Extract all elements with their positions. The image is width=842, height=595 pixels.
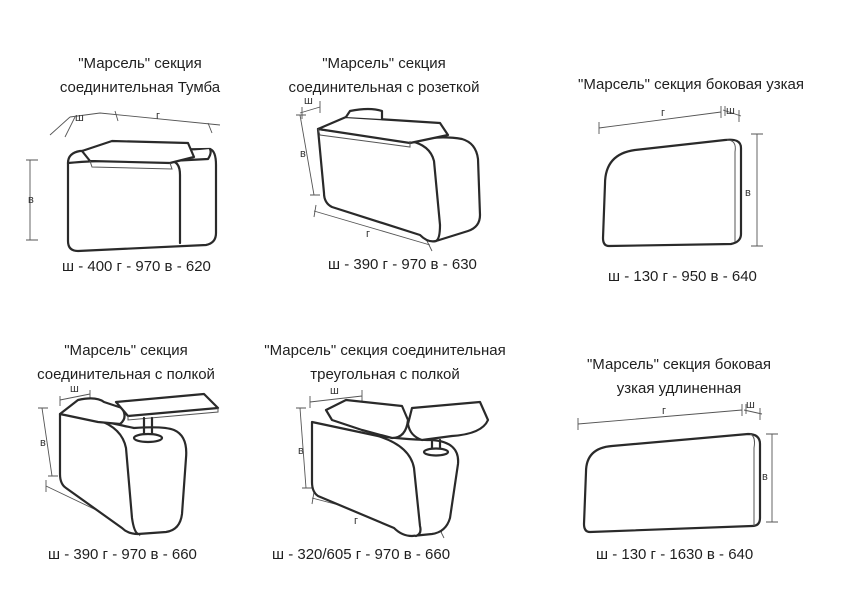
dim-h-label: в bbox=[745, 187, 751, 199]
item-title: "Марсель" секция боковая узкая bbox=[560, 73, 822, 97]
dim-d-label: г bbox=[354, 515, 358, 527]
dim-w-label: ш bbox=[746, 399, 755, 411]
section-drawing-triangular-shelf: ш в г bbox=[296, 385, 490, 539]
item-title-line2: соединительная с розеткой bbox=[288, 79, 480, 96]
dim-h-label: в bbox=[298, 445, 304, 457]
dim-h-label: в bbox=[762, 471, 768, 483]
item-title: "Марсель" секция соединительная Тумба bbox=[20, 52, 260, 100]
dim-w-label: ш bbox=[726, 105, 735, 117]
dim-d-label: г bbox=[366, 228, 370, 240]
dim-w-label: ш bbox=[70, 383, 79, 395]
item-title-line1: "Марсель" секция боковая bbox=[586, 356, 771, 373]
dim-w-label: ш bbox=[330, 385, 339, 397]
dim-w-label: ш bbox=[304, 95, 313, 107]
item-title: "Марсель" секция боковая узкая удлиненна… bbox=[562, 353, 796, 401]
section-drawing-side-narrow: г ш в bbox=[598, 105, 763, 248]
item-title-line1: "Марсель" секция bbox=[78, 55, 202, 72]
dim-h-label: в bbox=[40, 437, 46, 449]
dim-d-label: г bbox=[662, 405, 666, 417]
item-title-line2: соединительная с полкой bbox=[37, 366, 215, 383]
section-drawing-side-narrow-elongated: г ш в bbox=[577, 399, 778, 534]
item-title: "Марсель" секция соединительная треуголь… bbox=[242, 339, 528, 387]
item-title-line1: "Марсель" секция bbox=[322, 55, 446, 72]
item-title-line1: "Марсель" секция bbox=[64, 342, 188, 359]
dimensions-text: ш - 130 г - 1630 в - 640 bbox=[596, 546, 754, 563]
item-title-line2: соединительная Тумба bbox=[59, 79, 221, 96]
dimensions-text: ш - 130 г - 950 в - 640 bbox=[608, 268, 757, 285]
item-title-line1: "Марсель" секция соединительная bbox=[264, 342, 506, 359]
section-drawing-socket: ш в г bbox=[296, 95, 482, 252]
dimensions-text: ш - 320/605 г - 970 в - 660 bbox=[272, 546, 451, 563]
section-drawing-tumba: ш г в bbox=[26, 110, 221, 253]
dimensions-text: ш - 390 г - 970 в - 630 bbox=[328, 256, 477, 273]
item-title: "Марсель" секция соединительная с розетк… bbox=[268, 52, 500, 100]
item-title-line1: "Марсель" секция боковая узкая bbox=[578, 76, 804, 93]
item-title-line2: узкая удлиненная bbox=[616, 380, 742, 397]
dim-h-label: в bbox=[28, 194, 34, 206]
dim-d-label: г bbox=[156, 110, 160, 122]
item-title-line2: треугольная с полкой bbox=[310, 366, 460, 383]
item-title: "Марсель" секция соединительная с полкой bbox=[20, 339, 232, 387]
dim-h-label: в bbox=[300, 148, 306, 160]
dimensions-text: ш - 400 г - 970 в - 620 bbox=[62, 258, 211, 275]
dimensions-text: ш - 390 г - 970 в - 660 bbox=[48, 546, 197, 563]
dim-w-label: ш bbox=[75, 112, 84, 124]
dim-d-label: г bbox=[661, 107, 665, 119]
section-drawing-shelf: ш в г bbox=[38, 383, 220, 537]
